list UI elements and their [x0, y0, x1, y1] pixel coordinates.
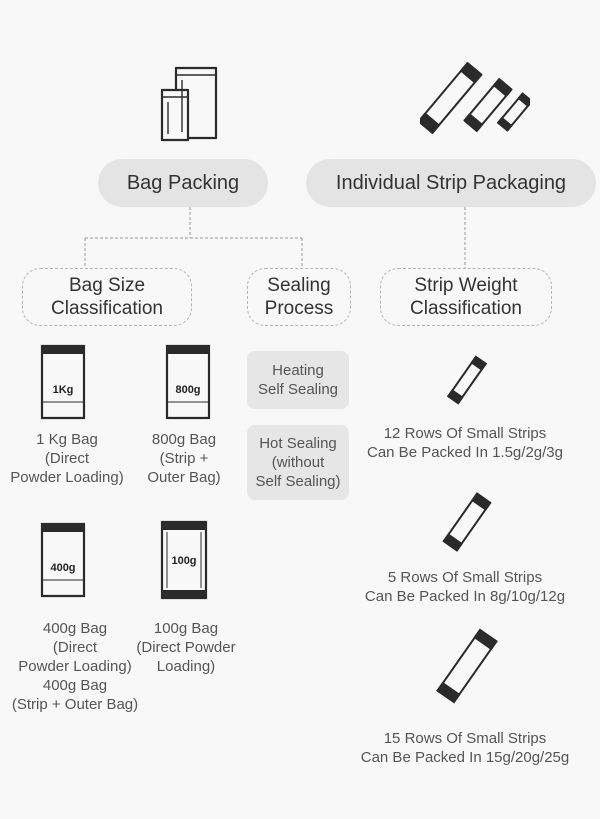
stand-up-pouch-icon — [160, 66, 218, 142]
bag-packing-pill: Bag Packing — [98, 159, 268, 207]
sealing-process-box: Sealing Process — [247, 268, 351, 326]
strip-large-icon — [436, 628, 498, 704]
strip-sachets-icon — [420, 62, 530, 134]
strip-small-icon — [446, 355, 488, 405]
strip-medium-caption: 5 Rows Of Small Strips Can Be Packed In … — [364, 569, 566, 605]
bag-100g-label: 100g — [171, 555, 196, 567]
bag-size-classification-box: Bag Size Classification — [22, 268, 192, 326]
strip-weight-classification-box: Strip Weight Classification — [380, 268, 552, 326]
bag-400g-caption: 400g Bag (Direct Powder Loading) 400g Ba… — [11, 620, 139, 713]
heating-self-sealing-box: Heating Self Sealing — [247, 351, 349, 409]
bag-800g-caption: 800g Bag (Strip + Outer Bag) — [147, 431, 221, 486]
bag-800g-icon: 800g — [165, 344, 211, 420]
bag-1kg-label: 1Kg — [53, 384, 74, 396]
bag-400g-icon: 400g — [40, 522, 86, 598]
strip-large-caption: 15 Rows Of Small Strips Can Be Packed In… — [360, 730, 570, 766]
bag-100g-caption: 100g Bag (Direct Powder Loading) — [136, 620, 236, 675]
hot-sealing-box: Hot Sealing (without Self Sealing) — [247, 425, 349, 500]
strip-packaging-pill: Individual Strip Packaging — [306, 159, 596, 207]
bag-1kg-caption: 1 Kg Bag (Direct Powder Loading) — [10, 431, 124, 486]
bag-100g-icon: 100g — [160, 520, 208, 600]
bag-800g-label: 800g — [175, 384, 200, 396]
strip-medium-icon — [442, 492, 492, 552]
bag-1kg-icon: 1Kg — [40, 344, 86, 420]
bag-400g-label: 400g — [50, 562, 75, 574]
strip-small-caption: 12 Rows Of Small Strips Can Be Packed In… — [367, 425, 563, 461]
